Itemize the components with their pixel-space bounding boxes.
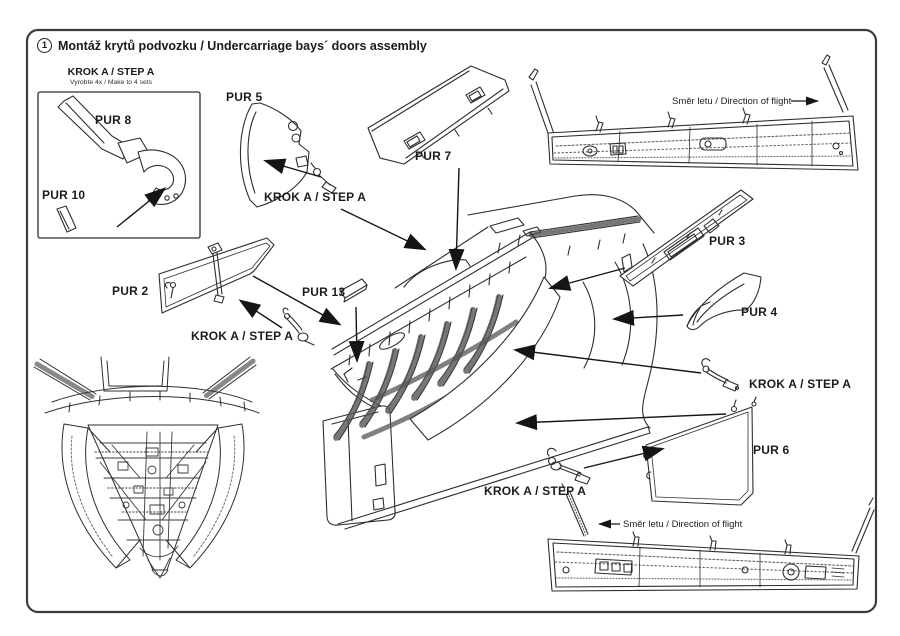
label-step-a-3: KROK A / STEP A <box>749 377 852 391</box>
arrow-pur4-to-fuselage <box>612 309 684 326</box>
label-pur10: PUR 10 <box>42 188 86 202</box>
page-border <box>25 28 878 614</box>
label-pur7: PUR 7 <box>415 149 452 163</box>
arrow-pur6-to-fuselage <box>515 413 727 431</box>
page-title-text: Montáž krytů podvozku / Undercarriage ba… <box>58 38 427 53</box>
inset-subheading: Vyrobte 4x / Make to 4 sets <box>69 79 153 86</box>
top-right-bay-door-drawing <box>528 54 859 171</box>
arrow-pur3-to-bay <box>548 267 626 291</box>
label-pur3: PUR 3 <box>709 234 746 248</box>
pur2-door-drawing <box>158 237 315 346</box>
arrow-strut-to-pur6 <box>583 445 665 469</box>
assembly-arrows <box>116 96 819 529</box>
pur13-part-drawing <box>339 278 368 303</box>
fuselage-drawing <box>322 194 658 530</box>
label-pur4: PUR 4 <box>741 305 778 319</box>
label-step-a-4: KROK A / STEP A <box>484 484 587 498</box>
pur3-panel-drawing <box>619 189 754 287</box>
direction-of-flight-label-top: Směr letu / Direction of flight <box>672 96 792 107</box>
lower-step-a-strut-drawing <box>546 447 591 537</box>
arrow-pur2-to-bay <box>252 275 342 326</box>
arrow-right-strut-to-bay <box>513 344 702 374</box>
label-pur8: PUR 8 <box>95 113 132 127</box>
right-step-a-strut-drawing <box>701 358 740 392</box>
inset-heading: KROK A / STEP A <box>67 66 155 78</box>
arrow-pur13-to-sill <box>348 306 365 363</box>
pur6-door-drawing <box>643 396 757 506</box>
pur4-panel-drawing <box>686 272 762 331</box>
label-pur5: PUR 5 <box>226 90 263 104</box>
bottom-right-bay-door-drawing <box>547 497 875 592</box>
pur5-door-drawing <box>239 102 337 208</box>
label-pur6: PUR 6 <box>753 443 790 457</box>
arrow-strut-to-pur2 <box>238 299 283 329</box>
arrow-pur10-to-fork <box>116 187 167 228</box>
wheel-bay-front-view-drawing <box>33 356 260 579</box>
page-title: 1 Montáž krytů podvozku / Undercarriage … <box>37 38 427 53</box>
step-number-circle-icon: 1 <box>37 38 52 53</box>
label-pur13: PUR 13 <box>302 285 346 299</box>
arrow-strut-to-pur5 <box>263 158 322 178</box>
arrow-step-a-to-fuselage <box>340 208 427 251</box>
arrow-pur7-to-fuselage <box>448 167 465 271</box>
label-pur2: PUR 2 <box>112 284 149 298</box>
label-step-a-2: KROK A / STEP A <box>191 329 294 343</box>
direction-of-flight-label-bottom: Směr letu / Direction of flight <box>623 519 743 530</box>
pur7-door-drawing <box>367 65 510 165</box>
label-step-a-1: KROK A / STEP A <box>264 190 367 204</box>
